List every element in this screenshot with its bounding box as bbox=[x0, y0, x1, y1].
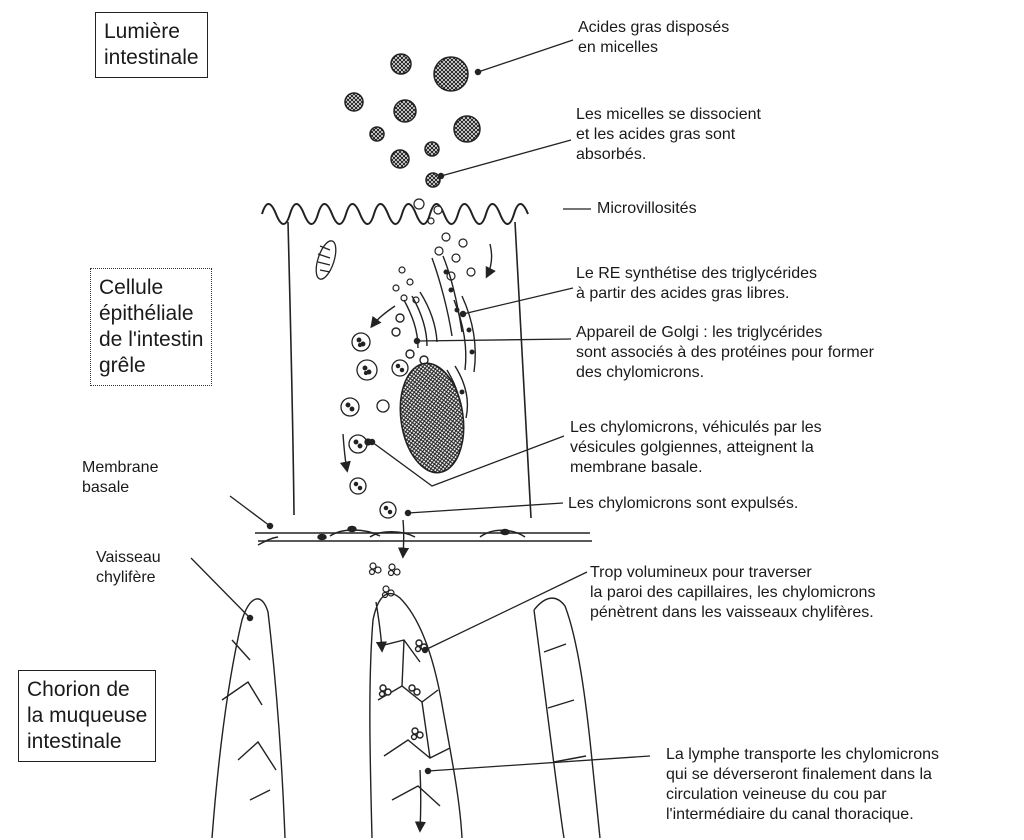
label-line: Appareil de Golgi : les triglycérides bbox=[576, 323, 874, 343]
label-line: Acides gras disposés bbox=[578, 18, 729, 38]
microvilli-border bbox=[262, 204, 528, 224]
cell-wall-right bbox=[515, 222, 531, 518]
absorbed-droplets bbox=[393, 199, 475, 303]
label-line: des chylomicrons. bbox=[576, 363, 874, 383]
label-capillaries: Trop volumineux pour traverser la paroi … bbox=[590, 563, 875, 623]
label-line: Les micelles se dissocient bbox=[576, 105, 761, 125]
cell-wall-left bbox=[288, 222, 294, 515]
lacteal-right bbox=[534, 598, 600, 838]
label-micelles: Acides gras disposés en micelles bbox=[578, 18, 729, 58]
chorion-box-line: intestinale bbox=[27, 729, 147, 755]
label-vessel: Vaisseau chylifère bbox=[96, 548, 161, 588]
lumen-box: Lumière intestinale bbox=[95, 12, 208, 78]
label-line: Les chylomicrons sont expulsés. bbox=[568, 494, 798, 514]
label-line: la paroi des capillaires, les chylomicro… bbox=[590, 583, 875, 603]
label-line: l'intermédiaire du canal thoracique. bbox=[666, 805, 939, 825]
label-line: et les acides gras sont bbox=[576, 125, 761, 145]
label-line: Microvillosités bbox=[597, 199, 697, 219]
lacteal-center bbox=[370, 594, 462, 838]
label-vesicles: Les chylomicrons, véhiculés par les vési… bbox=[570, 418, 822, 478]
cell-box-line: épithéliale bbox=[99, 301, 203, 327]
label-line: membrane basale. bbox=[570, 458, 822, 478]
label-membrane: Membrane basale bbox=[82, 458, 158, 498]
golgi-vesicles bbox=[341, 333, 408, 518]
label-line: Membrane bbox=[82, 458, 158, 478]
label-lymph: La lymphe transporte les chylomicrons qu… bbox=[666, 745, 939, 825]
label-line: Trop volumineux pour traverser bbox=[590, 563, 875, 583]
label-line: sont associés à des protéines pour forme… bbox=[576, 343, 874, 363]
basal-membrane bbox=[255, 527, 592, 546]
lumen-box-line: Lumière bbox=[104, 19, 199, 45]
label-line: qui se déverseront finalement dans la bbox=[666, 765, 939, 785]
label-golgi: Appareil de Golgi : les triglycérides so… bbox=[576, 323, 874, 383]
lumen-box-line: intestinale bbox=[104, 45, 199, 71]
label-line: circulation veineuse du cou par bbox=[666, 785, 939, 805]
label-line: à partir des acides gras libres. bbox=[576, 284, 817, 304]
chorion-box-line: la muqueuse bbox=[27, 703, 147, 729]
cell-box-line: grêle bbox=[99, 353, 203, 379]
cell-box-line: Cellule bbox=[99, 275, 203, 301]
expelled-chylomicrons bbox=[370, 563, 401, 598]
chorion-box: Chorion de la muqueuse intestinale bbox=[18, 670, 156, 762]
chorion-box-line: Chorion de bbox=[27, 677, 147, 703]
label-re: Le RE synthétise des triglycérides à par… bbox=[576, 264, 817, 304]
label-line: en micelles bbox=[578, 38, 729, 58]
cell-box-line: de l'intestin bbox=[99, 327, 203, 353]
label-line: Le RE synthétise des triglycérides bbox=[576, 264, 817, 284]
label-line: chylifère bbox=[96, 568, 161, 588]
label-line: vésicules golgiennes, atteignent la bbox=[570, 438, 822, 458]
label-line: Les chylomicrons, véhiculés par les bbox=[570, 418, 822, 438]
cell-box: Cellule épithéliale de l'intestin grêle bbox=[90, 268, 212, 386]
label-microvilli: Microvillosités bbox=[597, 199, 697, 219]
lacteal-left bbox=[212, 599, 285, 838]
label-line: basale bbox=[82, 478, 158, 498]
label-dissociate: Les micelles se dissocient et les acides… bbox=[576, 105, 761, 165]
nucleus bbox=[394, 359, 471, 477]
mitochondrion bbox=[312, 239, 340, 282]
label-line: absorbés. bbox=[576, 145, 761, 165]
label-expelled: Les chylomicrons sont expulsés. bbox=[568, 494, 798, 514]
micelles bbox=[345, 54, 480, 187]
label-line: Vaisseau bbox=[96, 548, 161, 568]
label-line: pénètrent dans les vaisseaux chylifères. bbox=[590, 603, 875, 623]
label-line: La lymphe transporte les chylomicrons bbox=[666, 745, 939, 765]
